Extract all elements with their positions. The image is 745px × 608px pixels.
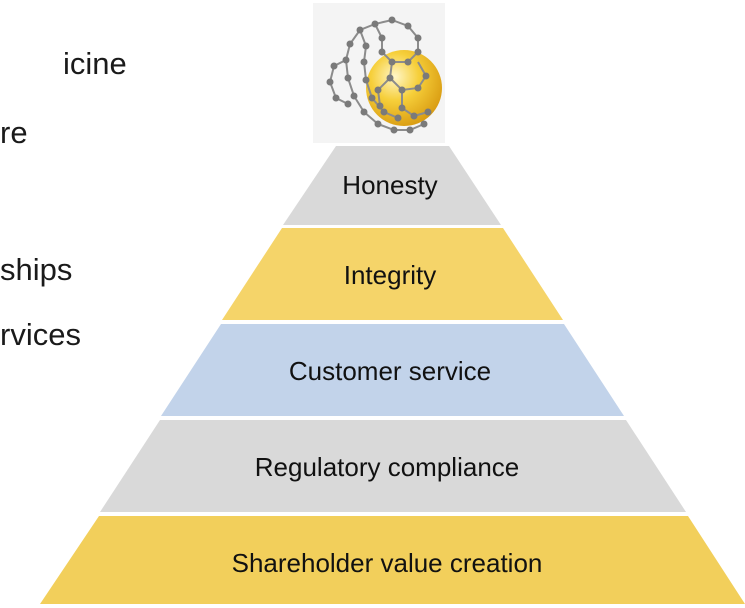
- tier-3-shape: [161, 324, 624, 416]
- left-text-line-2: re: [0, 115, 28, 150]
- tier-3-label: Customer service: [289, 356, 491, 386]
- left-text-line-4: rvices: [0, 317, 81, 352]
- tier-2-label: Integrity: [344, 260, 437, 290]
- tier-1-label: Honesty: [342, 170, 437, 200]
- tier-4-label: Regulatory compliance: [255, 452, 519, 482]
- tier-4-shape: [100, 420, 686, 512]
- molecule-sphere-icon: [313, 3, 445, 143]
- tier-1-shape: [283, 146, 501, 225]
- left-text-line-1: icine: [63, 46, 127, 81]
- left-text-line-3: ships: [0, 252, 73, 287]
- tier-2-shape: [222, 228, 563, 320]
- tier-5-label: Shareholder value creation: [232, 548, 543, 578]
- tier-5-shape: [40, 516, 745, 604]
